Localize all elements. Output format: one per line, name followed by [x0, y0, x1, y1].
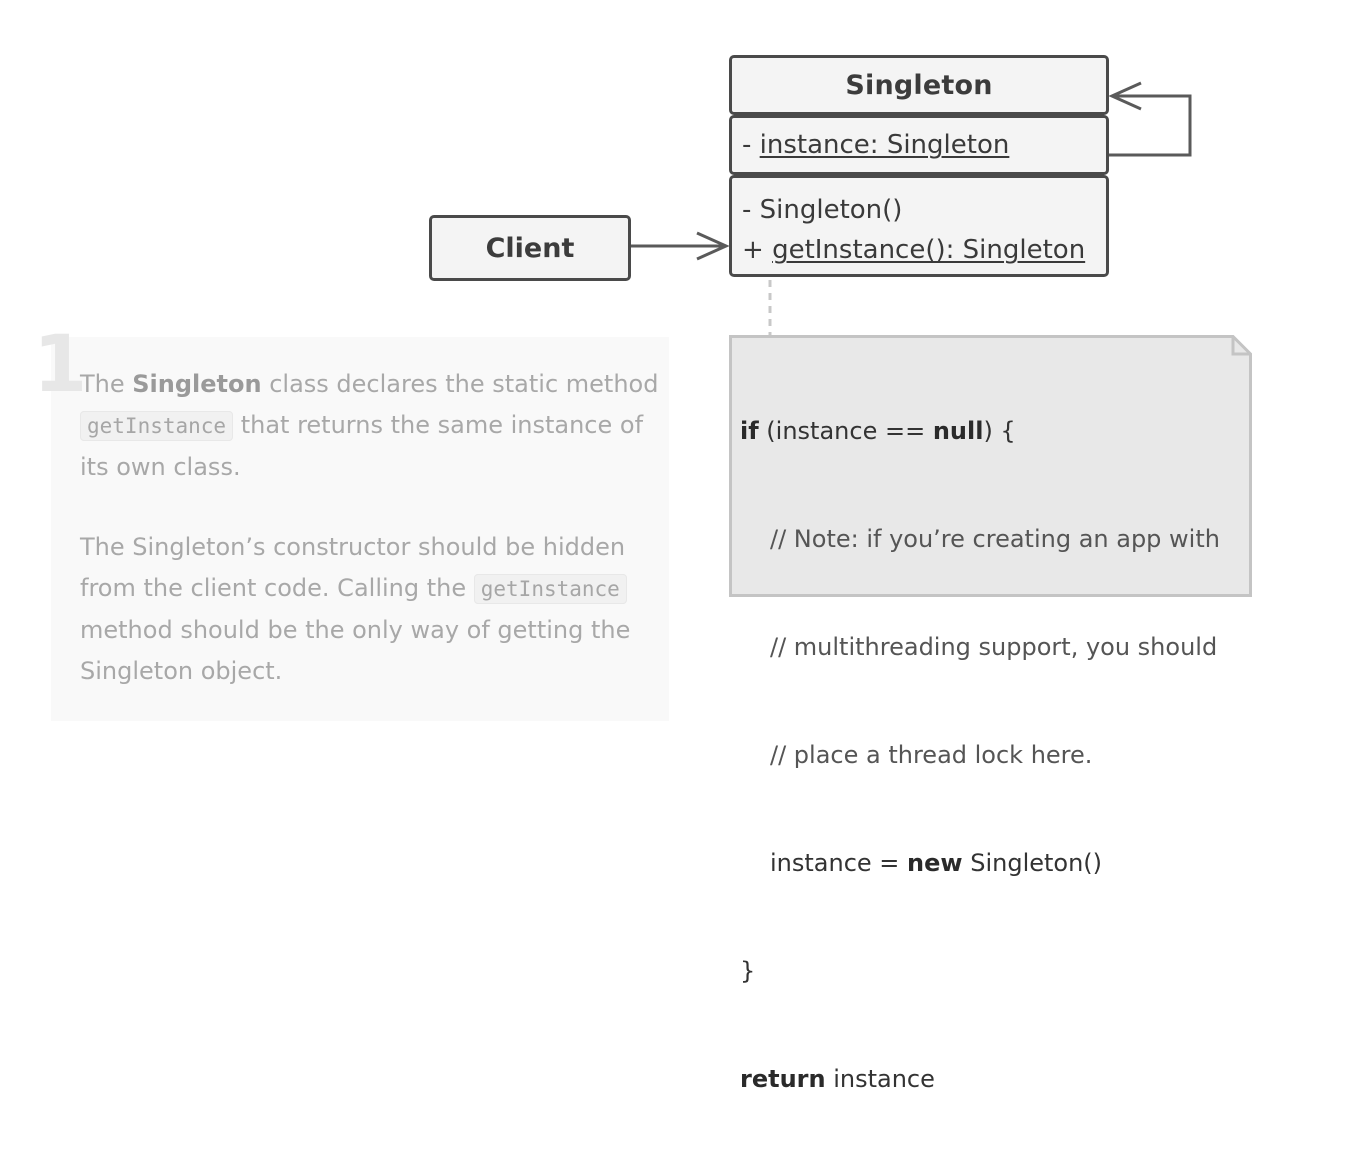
code-note: if (instance == null) { // Note: if you’…	[729, 335, 1252, 1093]
step-number: 1	[33, 320, 88, 410]
client-label: Client	[485, 232, 575, 264]
code-text: (instance ==	[758, 417, 933, 445]
client-to-singleton-arrowhead	[696, 231, 730, 261]
class-name-compartment: Singleton	[729, 55, 1109, 115]
client-class[interactable]: Client	[429, 215, 631, 281]
method-constructor: - Singleton()	[742, 195, 903, 225]
code-line-3: // multithreading support, you should	[740, 629, 1220, 665]
method-get-instance: + getInstance(): Singleton	[742, 230, 1106, 270]
code-line-4: // place a thread lock here.	[740, 737, 1220, 773]
text: method should be the only way of getting…	[80, 616, 631, 685]
code-text: Singleton()	[962, 849, 1103, 877]
note-code: if (instance == null) { // Note: if you’…	[740, 341, 1220, 1169]
code-comment: // multithreading support, you should	[770, 633, 1218, 661]
self-association-arrow	[1108, 94, 1192, 157]
code-comment: // Note: if you’re creating an app with	[770, 525, 1220, 553]
bold-term: Singleton	[132, 370, 262, 398]
keyword-null: null	[932, 417, 984, 445]
class-methods-compartment: - Singleton() + getInstance(): Singleton	[729, 175, 1109, 277]
code-line-1: if (instance == null) {	[740, 413, 1220, 449]
explanation-paragraph-2: The Singleton’s constructor should be hi…	[80, 527, 660, 692]
text: The	[80, 370, 133, 398]
code-line-7: return instance	[740, 1061, 1220, 1097]
text: that returns the same instance of its ow…	[80, 411, 644, 481]
explanation-paragraph-1: The Singleton class declares the static …	[80, 364, 660, 488]
code-line-2: // Note: if you’re creating an app with	[740, 521, 1220, 557]
note-shape	[729, 335, 1252, 597]
code-text: instance =	[770, 849, 908, 877]
keyword-return: return	[740, 1065, 826, 1093]
field-instance-name: instance: Singleton	[759, 130, 1010, 160]
field-instance: - instance: Singleton	[742, 125, 1009, 165]
method-visibility: +	[742, 235, 773, 265]
singleton-class[interactable]: Singleton - instance: Singleton - Single…	[729, 55, 1109, 277]
code-text: instance	[825, 1065, 935, 1093]
class-name: Singleton	[845, 69, 993, 101]
inline-code: getInstance	[473, 574, 627, 604]
text: The Singleton’s constructor should be hi…	[80, 533, 626, 602]
class-fields-compartment: - instance: Singleton	[729, 115, 1109, 175]
keyword-if: if	[740, 417, 759, 445]
code-text: ) {	[983, 417, 1016, 445]
code-comment: // place a thread lock here.	[770, 741, 1093, 769]
self-association-arrowhead	[1108, 81, 1142, 111]
method-get-instance-name: getInstance(): Singleton	[772, 235, 1086, 265]
inline-code: getInstance	[80, 411, 234, 441]
explanation-panel	[51, 337, 669, 721]
code-line-6: }	[740, 953, 1220, 989]
keyword-new: new	[907, 849, 963, 877]
code-text: }	[740, 957, 756, 985]
code-line-5: instance = new Singleton()	[740, 845, 1220, 881]
field-visibility: -	[742, 130, 760, 160]
text: class declares the static method	[261, 370, 659, 398]
